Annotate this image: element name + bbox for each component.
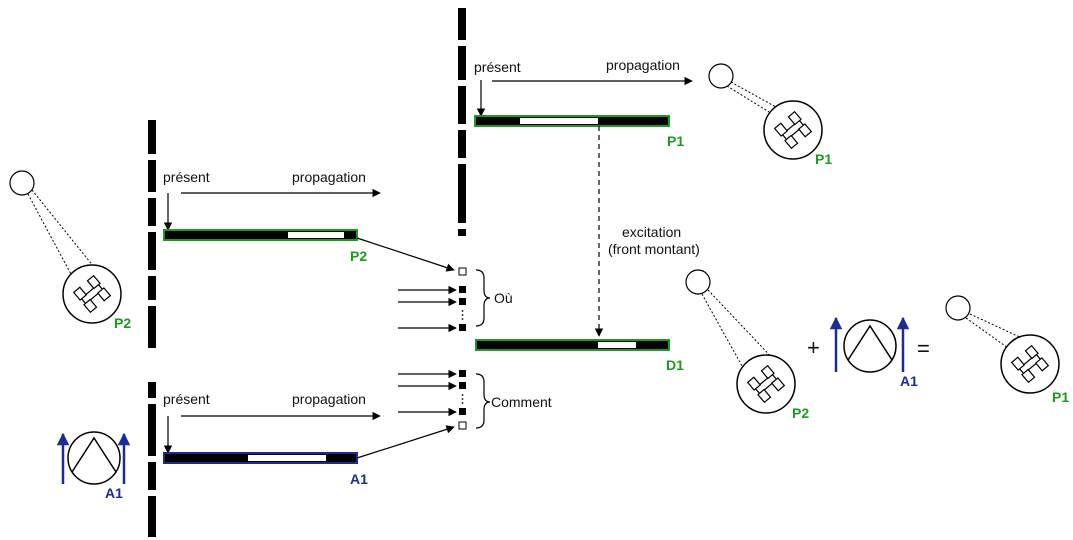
p2-present-label: présent	[163, 169, 210, 185]
p1-time-axis	[458, 8, 466, 236]
p1-propagation-label: propagation	[606, 57, 680, 73]
p1-icon-label: P1	[815, 151, 832, 167]
d1-cell-group: D1	[475, 339, 684, 373]
p2-propagation-label: propagation	[292, 169, 366, 185]
p2-cell-group: présent propagation P2 P2	[9, 120, 381, 348]
equation-group: P2 + A1 = P1	[685, 269, 1069, 421]
p2-place-cell-icon: P2	[9, 170, 131, 331]
ou-label: Où	[494, 290, 513, 306]
d1-bar-label: D1	[666, 357, 684, 373]
a1-present-label: présent	[163, 391, 210, 407]
a1-icon-label: A1	[105, 485, 123, 501]
p1-present-label: présent	[474, 59, 521, 75]
excitation-label: excitation	[622, 224, 681, 240]
p1-equation-label: P1	[1052, 389, 1069, 405]
excitation-link: excitation (front montant)	[594, 126, 700, 337]
a1-direction-cell-icon: A1	[56, 431, 131, 501]
a1-direction-cell-icon-equation: A1	[829, 316, 918, 389]
plus-sign: +	[807, 335, 820, 360]
p1-cell-group: présent propagation P1 P1	[458, 8, 832, 236]
a1-equation-label: A1	[900, 373, 918, 389]
a1-cell-group: présent propagation A1 A1	[56, 382, 381, 537]
p2-equation-label: P2	[792, 405, 809, 421]
p1-place-cell-icon: P1	[708, 63, 832, 167]
ou-comment-inputs: Où Comment	[356, 237, 552, 459]
front-montant-label: (front montant)	[608, 241, 700, 257]
a1-bar-label: A1	[350, 471, 368, 487]
a1-propagation-label: propagation	[292, 391, 366, 407]
p2-place-cell-icon-equation: P2	[685, 269, 809, 421]
p1-place-cell-icon-equation: P1	[945, 295, 1069, 405]
p1-bar-label: P1	[667, 133, 684, 149]
p2-time-axis	[148, 120, 156, 348]
p2-bar-label: P2	[350, 248, 367, 264]
equals-sign: =	[917, 336, 930, 361]
comment-label: Comment	[491, 394, 552, 410]
p2-icon-label: P2	[114, 315, 131, 331]
d1-activity-bar	[475, 339, 670, 351]
p2-activity-bar	[163, 229, 358, 241]
